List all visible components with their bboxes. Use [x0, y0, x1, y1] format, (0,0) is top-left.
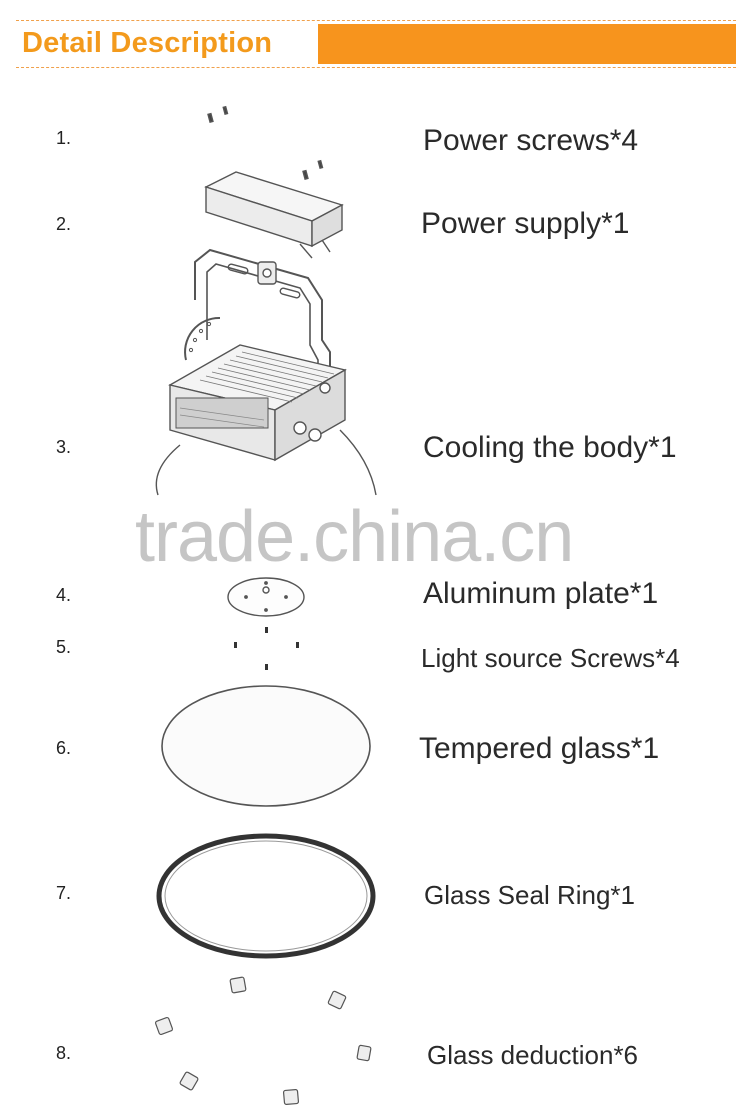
part-label-power-screws: Power screws*4	[423, 124, 639, 157]
part-label-light-source-screws: Light source Screws*4	[421, 643, 680, 673]
item-number-3: 3.	[56, 437, 72, 457]
item-number-2: 2.	[56, 214, 72, 234]
item-number-1: 1.	[56, 128, 72, 148]
watermark-text: trade.china.cn	[135, 497, 574, 577]
part-label-cooling-body: Cooling the body*1	[423, 431, 677, 464]
item-number-7: 7.	[56, 883, 72, 903]
header-accent-bar	[318, 24, 736, 64]
power-supply-graphic	[204, 171, 344, 259]
item-number-8: 8.	[56, 1043, 72, 1063]
part-label-power-supply: Power supply*1	[421, 207, 630, 240]
light-source-screws-graphic	[234, 627, 299, 670]
cooling-body-graphic	[155, 248, 377, 496]
power-screws-graphic	[207, 105, 324, 180]
glass-seal-ring-graphic	[156, 833, 376, 959]
header-banner: Detail Description	[16, 20, 736, 68]
item-number-4: 4.	[56, 585, 72, 605]
part-label-glass-seal-ring: Glass Seal Ring*1	[424, 880, 635, 910]
tempered-glass-graphic	[161, 685, 371, 807]
aluminum-plate-graphic	[227, 577, 305, 617]
page-title: Detail Description	[22, 27, 273, 59]
part-label-glass-deduction: Glass deduction*6	[427, 1040, 639, 1070]
part-label-aluminum-plate: Aluminum plate*1	[423, 577, 659, 610]
part-label-tempered-glass: Tempered glass*1	[419, 732, 660, 765]
item-number-5: 5.	[56, 637, 72, 657]
glass-deduction-clips-graphic	[154, 976, 372, 1106]
item-number-6: 6.	[56, 738, 72, 758]
